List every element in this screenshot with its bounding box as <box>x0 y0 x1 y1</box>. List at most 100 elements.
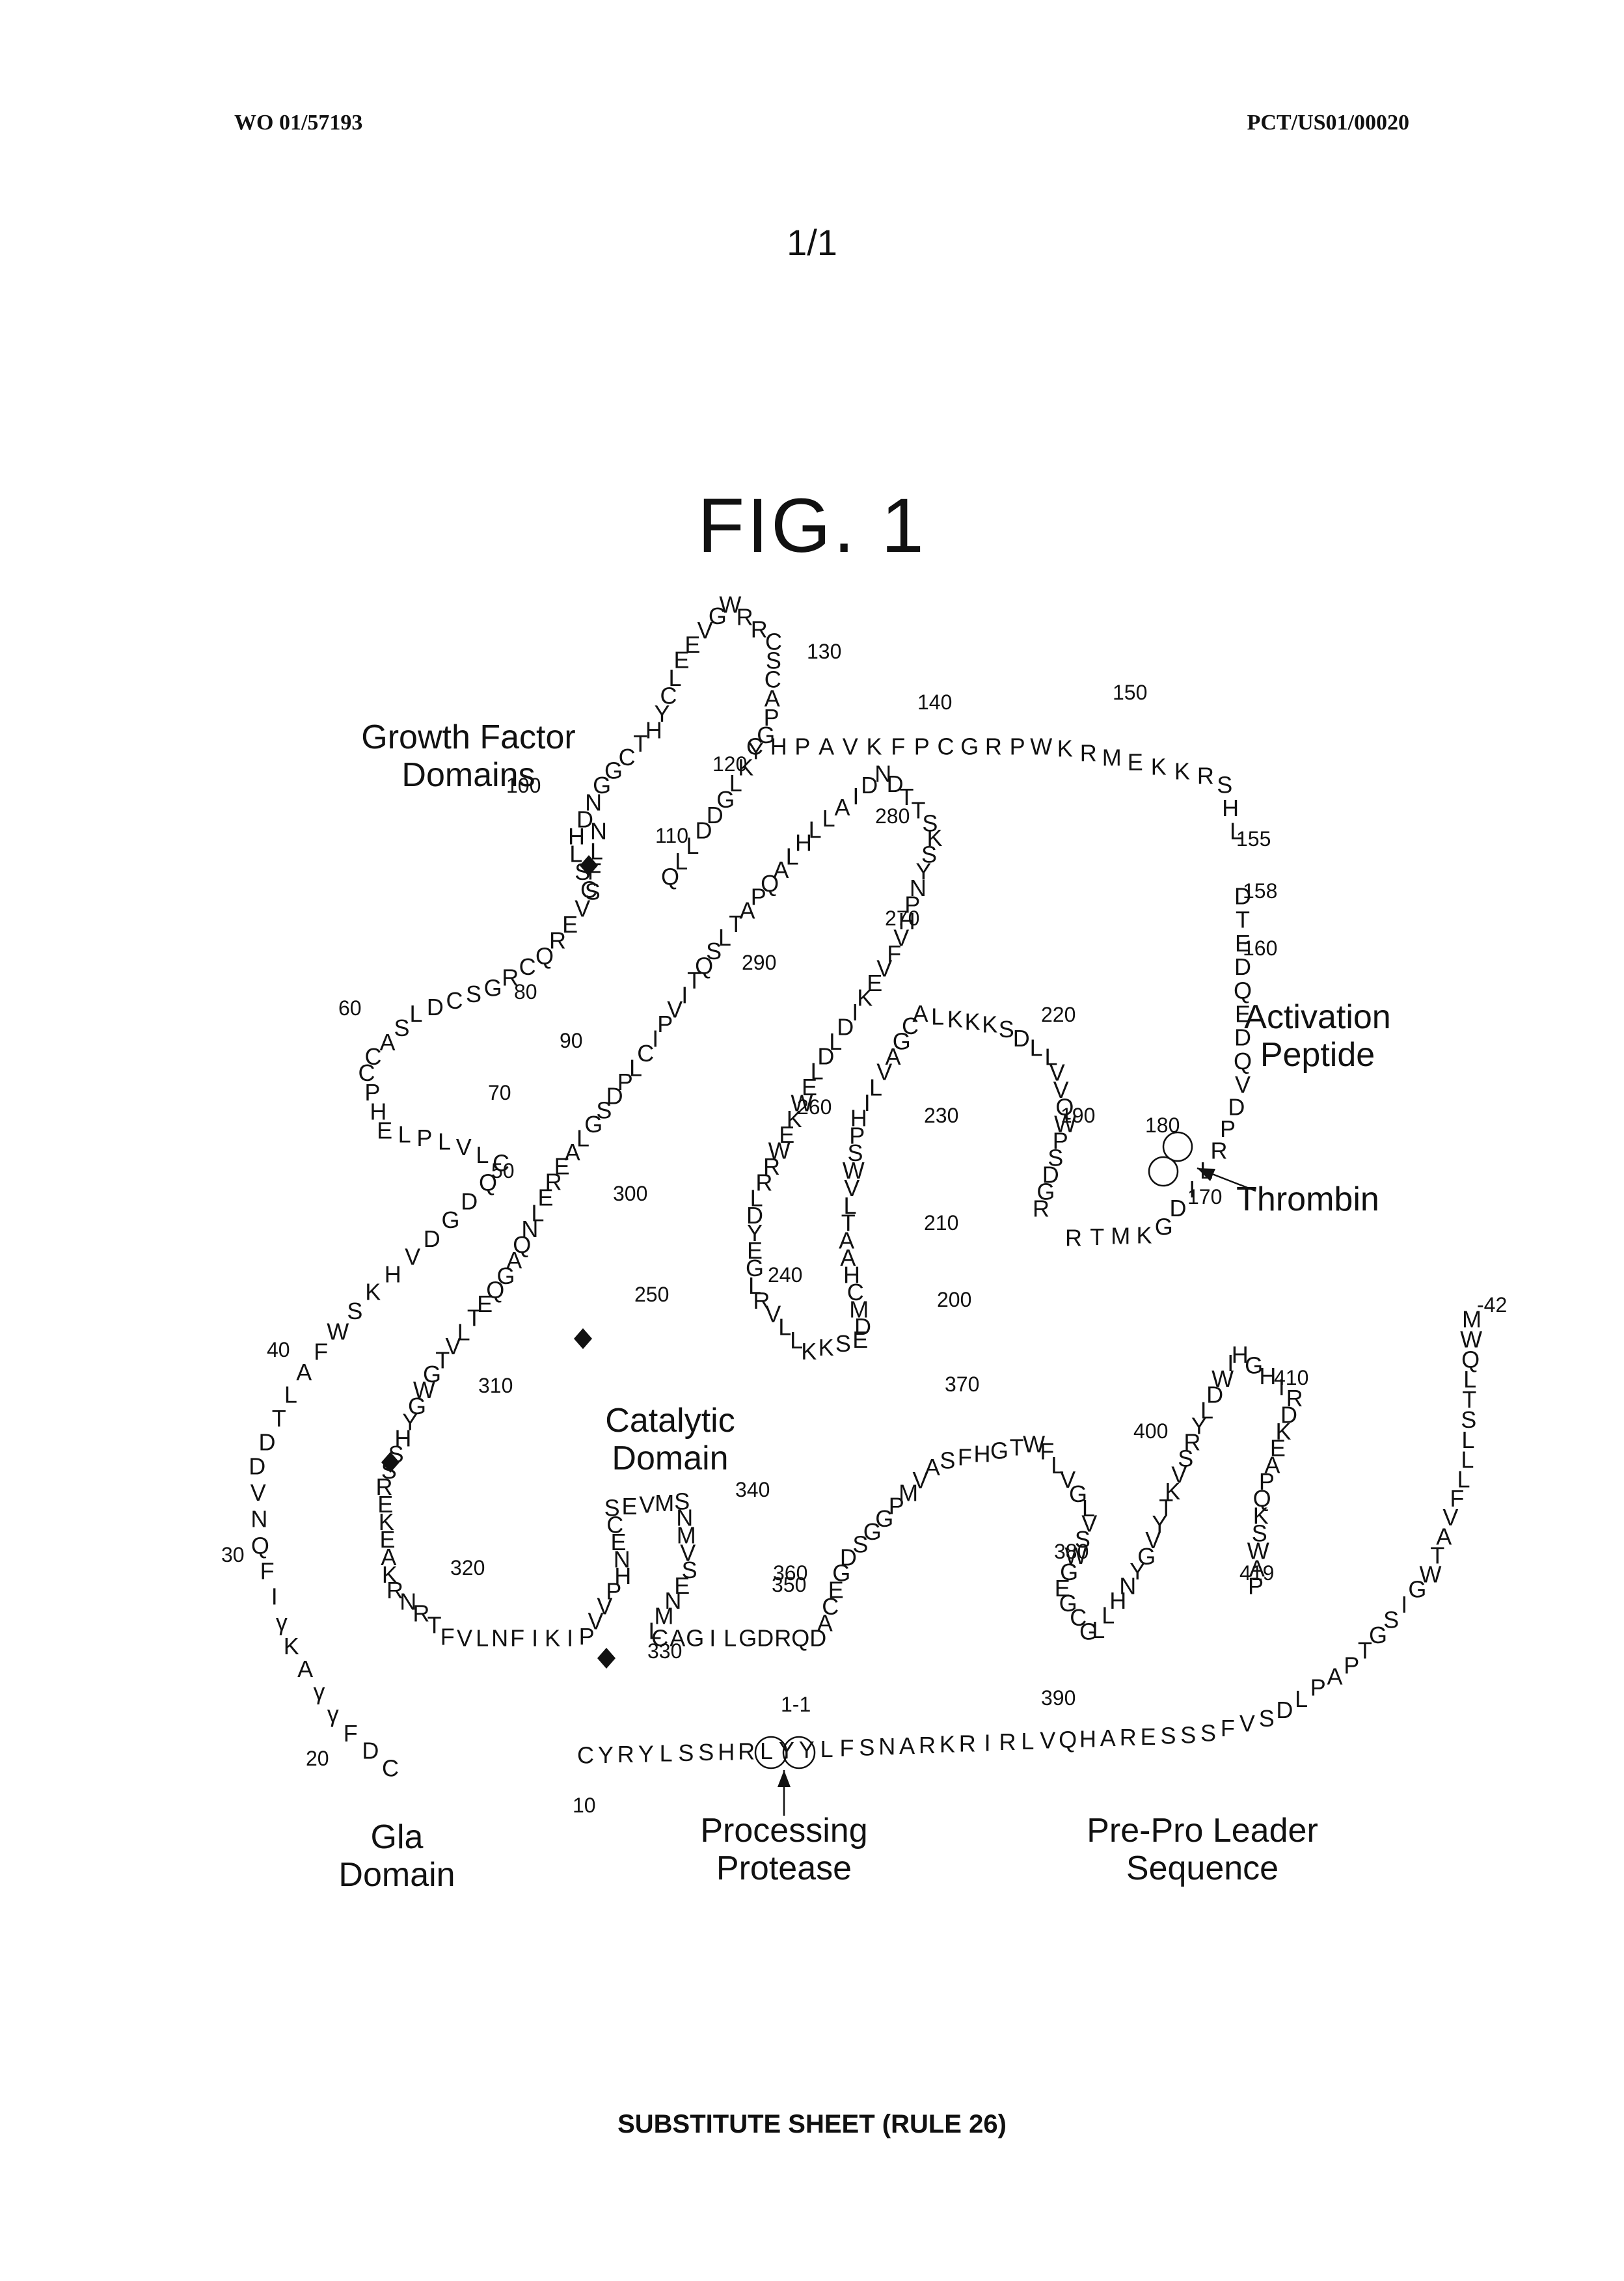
position-number: 60 <box>338 996 362 1020</box>
position-number: 160 <box>1243 936 1277 960</box>
residue-gla: I <box>271 1583 278 1610</box>
residue-leader: P <box>1310 1674 1326 1701</box>
residue-linker: P <box>914 733 930 760</box>
position-number: 210 <box>924 1211 958 1235</box>
residue-gla: W <box>327 1318 349 1345</box>
position-number: 230 <box>924 1104 958 1127</box>
residue-linker: H <box>770 733 787 760</box>
residue-leader: F <box>840 1735 854 1762</box>
residue-linker: G <box>960 733 979 760</box>
position-number: 40 <box>267 1338 290 1361</box>
residue-gla: A <box>297 1656 313 1682</box>
residue-leader: Y <box>598 1741 614 1768</box>
residue-egf1: C <box>446 987 463 1014</box>
position-number: 419 <box>1239 1561 1274 1585</box>
residue-leader: S <box>698 1739 714 1766</box>
residue-leader: S <box>1160 1723 1176 1749</box>
residue-activation: T <box>1236 907 1250 933</box>
residue-egf1: P <box>416 1125 432 1151</box>
residue-heavy: G <box>686 1625 704 1652</box>
position-number: 120 <box>712 752 747 776</box>
position-number: 410 <box>1274 1366 1308 1389</box>
residue-leader: S <box>1259 1705 1275 1732</box>
residue-heavy: H <box>974 1441 991 1468</box>
residue-leader: G <box>1408 1576 1426 1603</box>
residue-egf1: A <box>379 1029 395 1056</box>
residue-heavy: A <box>925 1454 940 1481</box>
thrombin-site-L-circle <box>1149 1157 1178 1186</box>
residue-linker: K <box>1174 758 1190 784</box>
processing-label-1: Processing <box>700 1812 867 1850</box>
residue-gla: G <box>441 1207 459 1233</box>
residue-linker: A <box>819 733 834 760</box>
residue-leader: S <box>859 1734 874 1760</box>
residue-heavy: R <box>774 1625 791 1652</box>
residue-leader: Q <box>1059 1727 1077 1753</box>
position-number: 380 <box>1054 1540 1089 1563</box>
position-number: 1-1 <box>781 1693 811 1716</box>
residue-egf1: L <box>398 1121 411 1147</box>
residue-leader: R <box>738 1738 755 1765</box>
catalytic-label-1: Catalytic <box>605 1402 735 1440</box>
position-number: 200 <box>937 1288 971 1311</box>
residue-egf1: G <box>484 974 502 1001</box>
residue-gla: Q <box>251 1532 269 1559</box>
position-number: 300 <box>613 1182 647 1205</box>
residue-linker: K <box>866 733 882 760</box>
residue-heavy: L <box>931 1003 944 1030</box>
residue-egf1: S <box>466 981 481 1007</box>
residue-gla: K <box>365 1279 381 1305</box>
position-number: 50 <box>491 1159 515 1182</box>
residue-activation: G <box>1155 1214 1173 1240</box>
glycosylation-diamond-icon <box>597 1648 616 1669</box>
position-number: 370 <box>945 1373 979 1396</box>
residue-linker: K <box>1057 735 1073 762</box>
residue-linker: R <box>985 733 1002 760</box>
residue-egf1: D <box>427 994 444 1020</box>
position-number: 250 <box>634 1283 669 1306</box>
residue-heavy: I <box>532 1625 538 1652</box>
residue-heavy: K <box>947 1005 963 1032</box>
processing-arrowhead <box>778 1770 791 1787</box>
position-number: 190 <box>1061 1104 1095 1127</box>
residue-leader: R <box>959 1730 976 1757</box>
residue-gla: A <box>296 1359 312 1386</box>
residue-leader: H <box>718 1739 735 1766</box>
residue-leader: Y <box>638 1740 654 1767</box>
position-number: 170 <box>1187 1185 1222 1209</box>
residue-heavy: N <box>491 1625 508 1652</box>
residue-leader: I <box>984 1729 991 1756</box>
residue-linker: C <box>746 733 763 760</box>
position-number: 320 <box>450 1556 485 1579</box>
residue-leader: F <box>1221 1715 1235 1741</box>
residue-leader: V <box>1040 1727 1055 1754</box>
residue-heavy: K <box>545 1625 560 1652</box>
residue-leader: L <box>1021 1728 1034 1755</box>
position-number: 270 <box>885 907 919 930</box>
residue-gla: V <box>405 1244 420 1270</box>
residue-activation: R <box>1065 1225 1082 1251</box>
residue-leader: L <box>1295 1686 1308 1712</box>
position-number: 130 <box>807 640 841 663</box>
residue-heavy: E <box>621 1493 637 1520</box>
residue-gla: N <box>250 1506 267 1533</box>
position-number: 400 <box>1133 1419 1168 1443</box>
position-number: 155 <box>1236 827 1271 851</box>
residue-gla: D <box>249 1453 265 1480</box>
residue-heavy: T <box>427 1612 442 1639</box>
residue-gla: F <box>260 1558 275 1585</box>
residue-gla: F <box>344 1720 358 1747</box>
residue-leader: R <box>617 1741 634 1768</box>
position-number: 30 <box>221 1543 245 1566</box>
residue-heavy: S <box>999 1016 1014 1043</box>
residue-leader: N <box>878 1733 895 1760</box>
residue-heavy: K <box>965 1009 981 1035</box>
residue-heavy: L <box>869 1074 882 1100</box>
residue-activation: R <box>1211 1138 1228 1164</box>
position-number: 360 <box>773 1561 807 1585</box>
residue-gla: D <box>259 1429 276 1456</box>
residue-gla: L <box>284 1382 297 1408</box>
residue-gla: K <box>284 1633 299 1660</box>
residue-egf1: S <box>394 1015 409 1041</box>
